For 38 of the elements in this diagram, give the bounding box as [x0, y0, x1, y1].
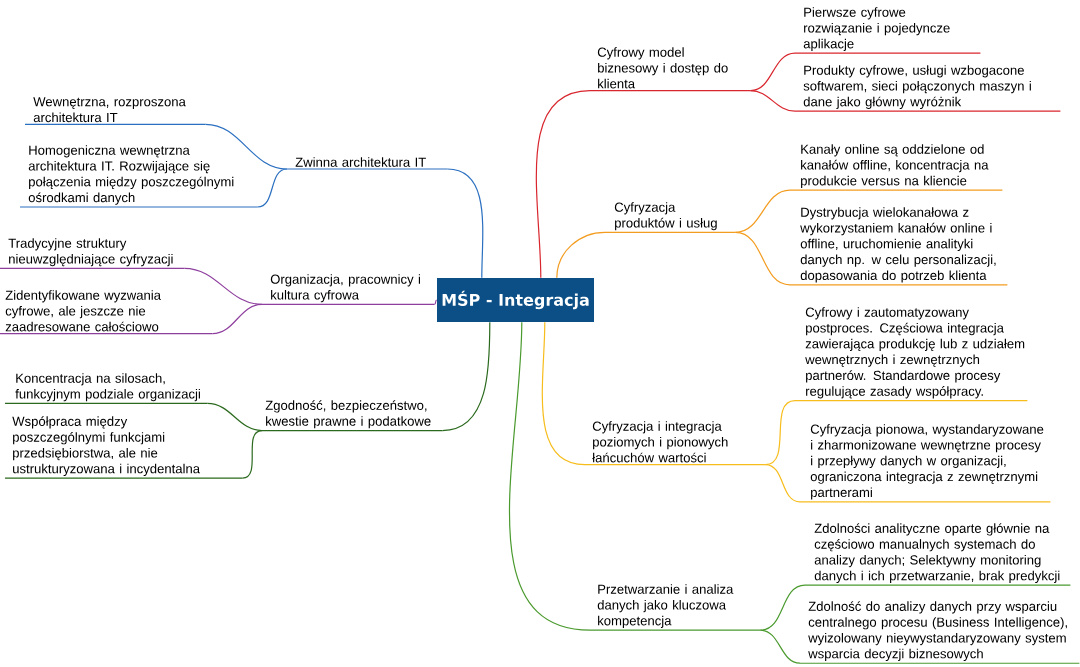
underlined-text: Produkty cyfrowe, usługi wzbogacone softwarem, sieci połączonych maszyn i dane jako główny wyróżnik — [794, 65, 1061, 112]
underlined-text: Zdolności analityczne oparte głównie na częściowo manualnych systemach do analizy danych; Selektywny monitoring danych i ich przetwarzanie, brak predykcji — [804, 523, 1071, 586]
underlined-text: Homogeniczna wewnętrzna architektura IT. Rozwijające się połączenia między poszczególnymi ośrodkami danych — [19, 145, 258, 208]
branch-line — [211, 303, 263, 335]
underlined-text: Zgodność, bezpieczeństwo, kwestie prawne i podatkowe — [261, 400, 443, 432]
branch-line — [764, 464, 801, 503]
underlined-text: Dystrybucja wielokanałowa z wykorzystaniem kanałów online i offline, uruchomienie analityki danych np. w celu personalizacji, dopasowania do potrzeb klienta — [789, 207, 1008, 286]
branch-line — [759, 629, 801, 664]
underlined-text: Cyfryzacja i integracja poziomych i pionowych łańcuchów wartości — [584, 421, 766, 466]
underlined-text: Cyfryzacja pionowa, wystandaryzowane i zharmonizowane wewnętrzne procesy i przepływy danych w organizacji, ograniczona integracja z zewnętrznymi partnerami — [799, 424, 1051, 503]
underlined-text: Pierwsze cyfrowe rozwiązanie i pojedyncze aplikacje — [794, 7, 981, 54]
underlined-text: Organizacja, pracownicy i kultura cyfrowa — [261, 274, 435, 305]
underlined-text: Zwinna architektura IT — [286, 157, 448, 170]
underlined-text: Tradycyjne struktury nieuwzględniające cyfryzacji — [0, 238, 185, 269]
underlined-text: Przetwarzanie i analiza danych jako kluczowa kompetencja — [589, 584, 761, 631]
branch-line — [541, 321, 586, 466]
underlined-text: Cyfrowy i zautomatyzowany postproces. Częściowa integracja zawierająca produkcję lub z udziałem wewnętrznych i zewnętrznych partnerów. Standardowe procesy regulujące zasady współpracy. — [794, 307, 1028, 402]
branch-line — [204, 123, 288, 170]
branch-line — [441, 321, 491, 432]
branch-line — [734, 231, 791, 286]
underlined-text: Koncentracja na silosach, funkcyjnym podziale organizacji — [4, 373, 208, 404]
underlined-text: Współpraca między poszczególnymi funkcjami przedsiębiorstwa, ale nie ustrukturyzowana i incydentalna — [4, 416, 243, 479]
branch-line — [759, 584, 806, 631]
branch-line — [256, 168, 288, 208]
branch-line — [446, 168, 484, 279]
branch-line — [241, 429, 263, 479]
branch-line — [749, 90, 796, 112]
branch-line — [509, 321, 591, 631]
underlined-text: Wewnętrzna, rozproszona architektura IT — [24, 97, 206, 125]
underlined-text: Zdolność do analizy danych przy wsparciu centralnego procesu (Business Intelligence), wyizolowany nieywystandaryzowany system wsparcia decyzji biznesowych — [799, 601, 1080, 664]
underlined-text: Cyfryzacja produktów i usług — [604, 202, 736, 233]
branch-line — [535, 90, 591, 279]
central-box: MŚP - Integracja — [437, 278, 594, 322]
underlined-text: Zidentyfikowane wyzwania cyfrowe, ale jeszcze nie zaadresowane całościowo — [0, 290, 213, 335]
underlined-text: Kanały online są oddzielone od kanałów offline, koncentracja na produkcie versus na kliencie — [789, 144, 1003, 191]
branch-line — [556, 231, 606, 279]
underlined-text: Cyfrowy model biznesowy i dostęp do klienta — [589, 47, 751, 92]
branch-line — [433, 299, 438, 305]
